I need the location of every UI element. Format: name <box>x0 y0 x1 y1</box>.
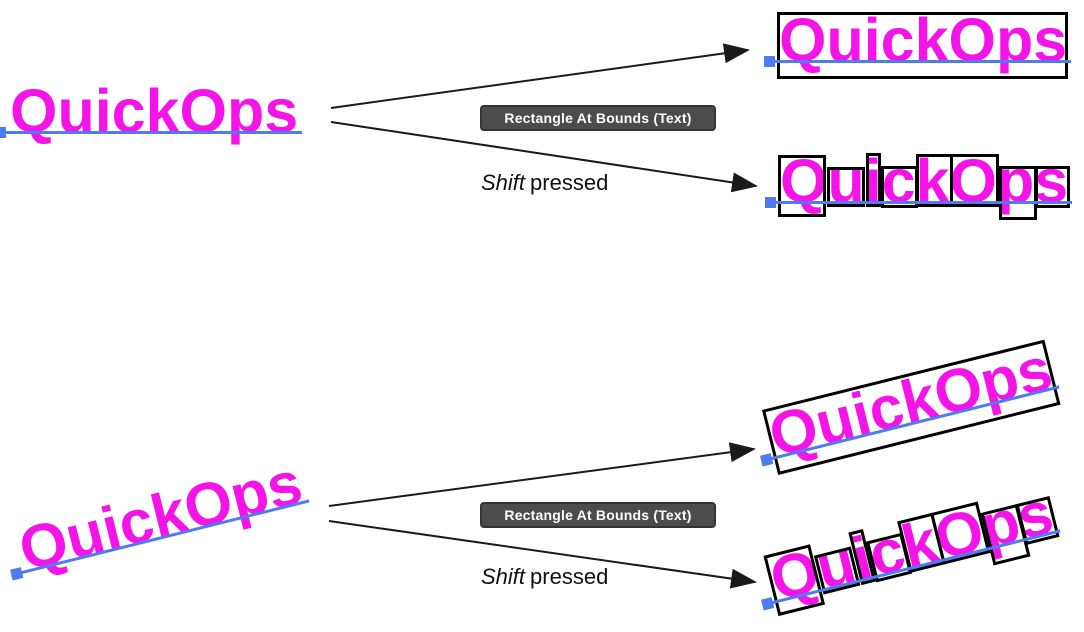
path-start-node[interactable] <box>9 567 24 581</box>
bounds-rectangle <box>777 12 1068 79</box>
text-baseline-path <box>770 201 1072 204</box>
rectangle-at-bounds-button[interactable]: Rectangle At Bounds (Text) <box>480 502 716 528</box>
result-glyph-bounds-horizontal: QuickOps <box>765 145 1082 240</box>
path-start-node[interactable] <box>0 127 6 138</box>
pressed-label: pressed <box>530 170 609 195</box>
arrow-bottom-to-glyph-bounds <box>328 520 757 589</box>
glyph-bounds-box-p <box>999 166 1037 220</box>
glyph-bounds-box-q <box>778 155 826 217</box>
path-start-node[interactable] <box>760 597 775 611</box>
arrow-bottom-to-bounds <box>328 442 756 507</box>
path-start-node[interactable] <box>764 56 775 67</box>
glyph-bounds-box-i <box>866 153 881 207</box>
shift-key-label: Shift <box>481 170 526 195</box>
text-baseline-path <box>0 131 302 134</box>
glyph-bounds-box-u <box>827 167 865 207</box>
source-text-horizontal: QuickOps <box>0 75 312 170</box>
pressed-label: pressed <box>530 564 609 589</box>
glyph-bounds-box-o <box>950 154 999 207</box>
rectangle-at-bounds-button[interactable]: Rectangle At Bounds (Text) <box>480 105 716 131</box>
glyph-bounds-box-s <box>1035 166 1070 208</box>
result-text-bounds-horizontal: QuickOps <box>764 4 1081 99</box>
shift-key-label: Shift <box>481 564 526 589</box>
arrow-top-to-glyph-bounds <box>330 121 758 193</box>
text-baseline-path <box>769 60 1071 63</box>
path-start-node[interactable] <box>765 197 776 208</box>
glyph-bounds-box-k <box>916 154 953 207</box>
arrow-top-to-bounds <box>330 43 750 109</box>
path-start-node[interactable] <box>759 453 774 467</box>
